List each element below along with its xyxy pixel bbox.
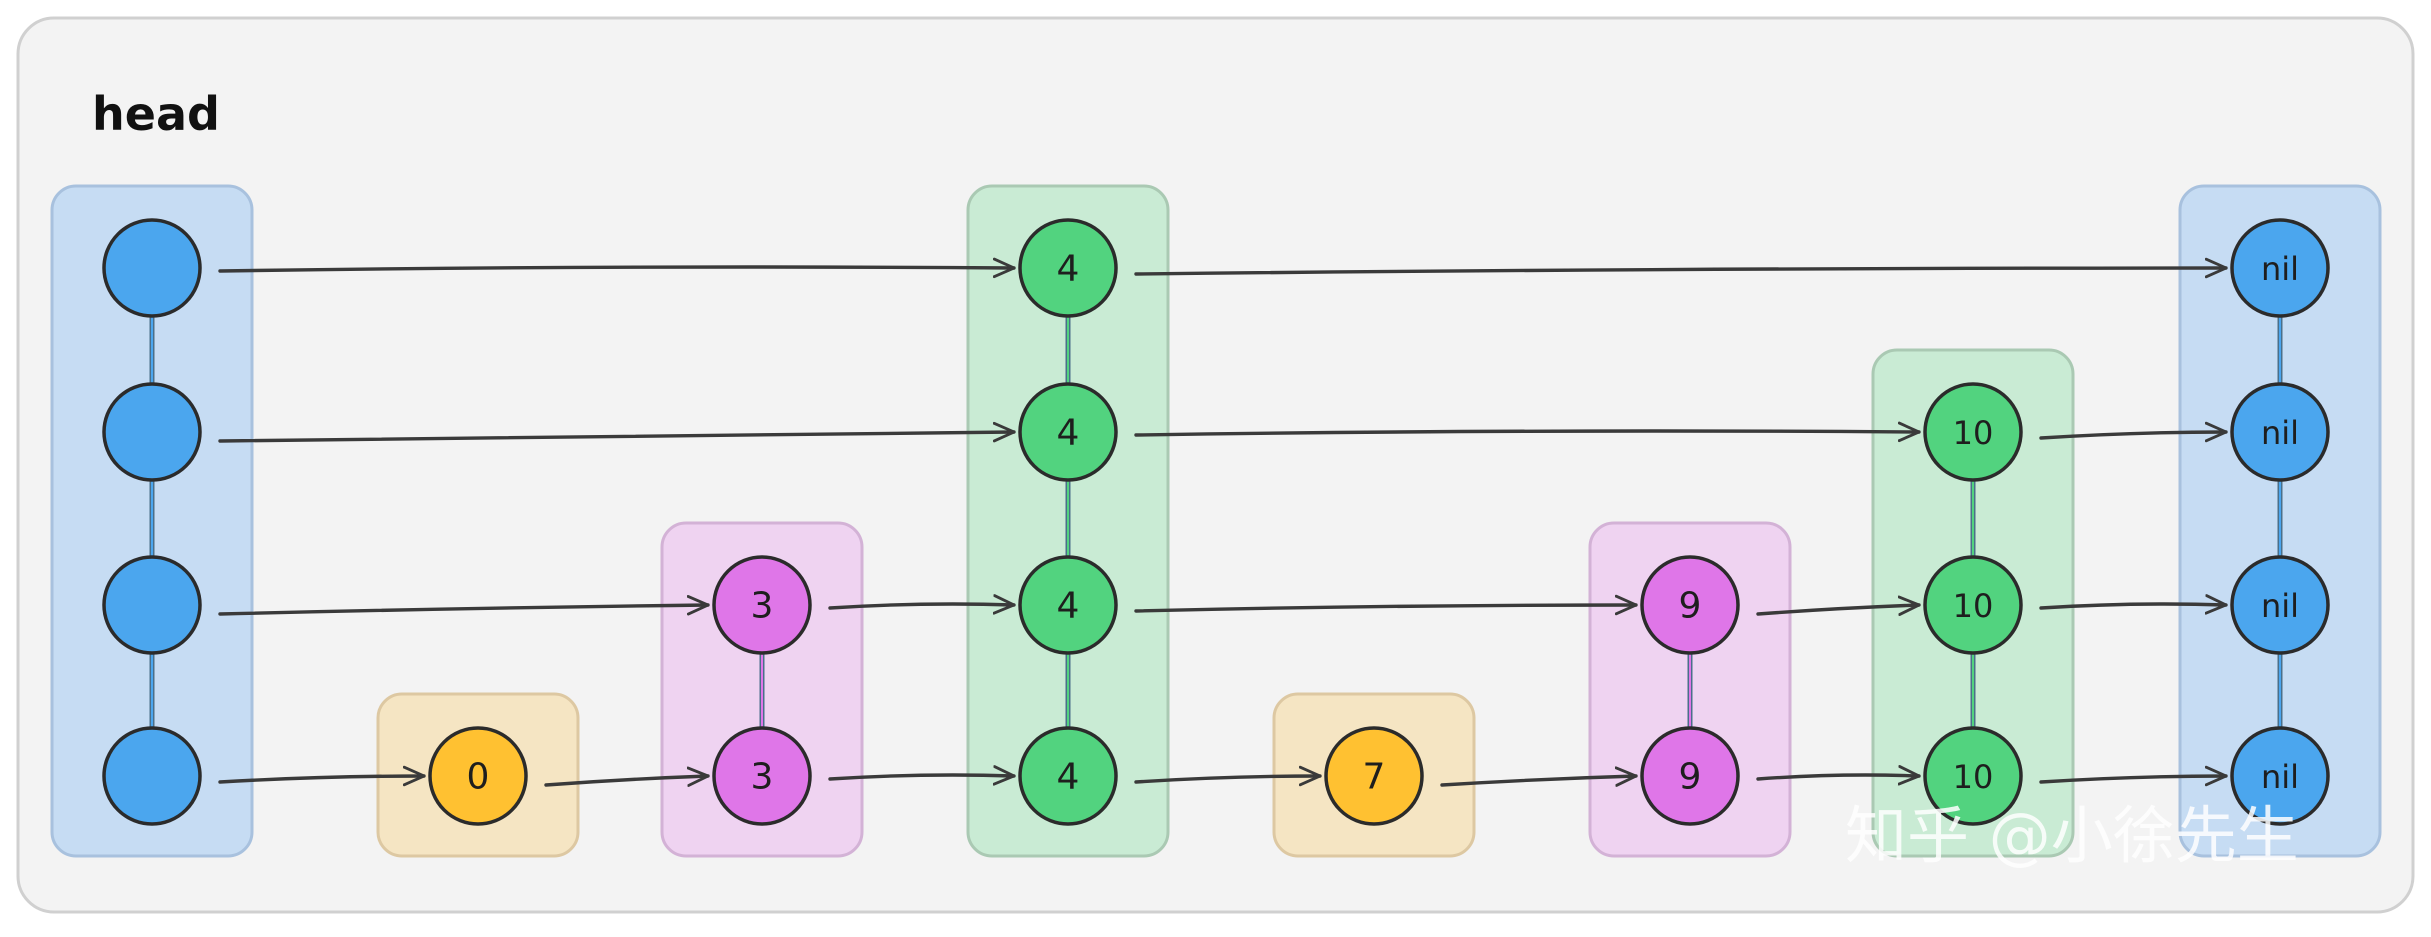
node-nil-level-2: nil [2230, 555, 2330, 655]
node-circle [1324, 726, 1424, 826]
pointer-n3-to-n4-level-1 [828, 775, 1016, 779]
node-label: nil [2261, 587, 2299, 625]
node-circle [1018, 218, 1118, 318]
node-label: 10 [1953, 587, 1994, 625]
node-circle [1923, 726, 2023, 826]
node-label: 3 [751, 757, 774, 798]
pointer-head-to-n3-level-2 [218, 605, 710, 616]
pointer-n9-to-n10-level-1 [1756, 775, 1921, 779]
node-head-level-3 [102, 382, 202, 482]
forward-pointers [218, 267, 2228, 785]
node-head-level-2 [102, 555, 202, 655]
node-circle [1640, 726, 1740, 826]
node-n10-level-1: 10 [1923, 726, 2023, 826]
pointer-n10-to-nil-level-2 [2039, 604, 2228, 608]
node-n3-level-1: 3 [712, 726, 812, 826]
pointer-head-to-n0-level-1 [218, 776, 426, 782]
node-label: nil [2261, 250, 2299, 288]
column-groups [50, 184, 2382, 858]
vertical-links [149, 313, 2283, 731]
node-head-level-1 [102, 726, 202, 826]
node-circle [428, 726, 528, 826]
pointer-n10-to-nil-level-3 [2039, 432, 2228, 438]
node-nil-level-3: nil [2230, 382, 2330, 482]
node-circle [102, 382, 202, 482]
node-n9-level-1: 9 [1640, 726, 1740, 826]
node-label: 3 [751, 586, 774, 627]
node-nil-level-1: nil [2230, 726, 2330, 826]
pointer-head-to-n4-level-3 [218, 432, 1016, 443]
pointer-head-to-n4-level-4 [218, 267, 1016, 271]
node-head-level-4 [102, 218, 202, 318]
node-circle [1923, 382, 2023, 482]
node-n4-level-1: 4 [1018, 726, 1118, 826]
node-circle [1923, 555, 2023, 655]
node-label: 4 [1057, 586, 1080, 627]
node-label: nil [2261, 758, 2299, 796]
node-circle [1018, 382, 1118, 482]
pointer-n4-to-n7-level-1 [1134, 776, 1322, 782]
node-circle [2230, 726, 2330, 826]
node-n10-level-3: 10 [1923, 382, 2023, 482]
node-label: 10 [1953, 414, 1994, 452]
node-label: 0 [467, 757, 490, 798]
node-circle [1640, 555, 1740, 655]
node-circle [2230, 555, 2330, 655]
node-circle [2230, 382, 2330, 482]
node-circle [712, 555, 812, 655]
nodes: 0 3 3 4 4 4 4 7 9 9 10 10 10 nil nil nil nil [102, 218, 2330, 826]
node-n4-level-2: 4 [1018, 555, 1118, 655]
node-n7-level-1: 7 [1324, 726, 1424, 826]
pointer-n0-to-n3-level-1 [544, 776, 710, 785]
node-label: 4 [1057, 757, 1080, 798]
node-n9-level-2: 9 [1640, 555, 1740, 655]
node-label: 4 [1057, 249, 1080, 290]
node-circle [2230, 218, 2330, 318]
pointer-n10-to-nil-level-1 [2039, 776, 2228, 782]
pointer-n4-to-n9-level-2 [1134, 605, 1638, 611]
node-label: 10 [1953, 758, 1994, 796]
watermark-text: 知乎 @小徐先生 [1845, 799, 2299, 872]
node-circle [102, 218, 202, 318]
node-circle [712, 726, 812, 826]
pointer-n7-to-n9-level-1 [1440, 776, 1638, 785]
pointer-n4-to-nil-level-4 [1134, 268, 2228, 274]
node-label: 9 [1679, 757, 1702, 798]
node-circle [1018, 726, 1118, 826]
node-label: 9 [1679, 586, 1702, 627]
head-label: head [92, 87, 220, 141]
node-n3-level-2: 3 [712, 555, 812, 655]
node-n0-level-1: 0 [428, 726, 528, 826]
node-label: 4 [1057, 413, 1080, 454]
pointer-n4-to-n10-level-3 [1134, 431, 1921, 435]
node-label: 7 [1363, 757, 1386, 798]
node-circle [1018, 555, 1118, 655]
node-n4-level-4: 4 [1018, 218, 1118, 318]
pointer-n3-to-n4-level-2 [828, 604, 1016, 608]
node-nil-level-4: nil [2230, 218, 2330, 318]
node-n4-level-3: 4 [1018, 382, 1118, 482]
pointer-n9-to-n10-level-2 [1756, 605, 1921, 614]
canvas-background [16, 16, 2415, 914]
node-circle [102, 555, 202, 655]
node-circle [102, 726, 202, 826]
node-n10-level-2: 10 [1923, 555, 2023, 655]
node-label: nil [2261, 414, 2299, 452]
